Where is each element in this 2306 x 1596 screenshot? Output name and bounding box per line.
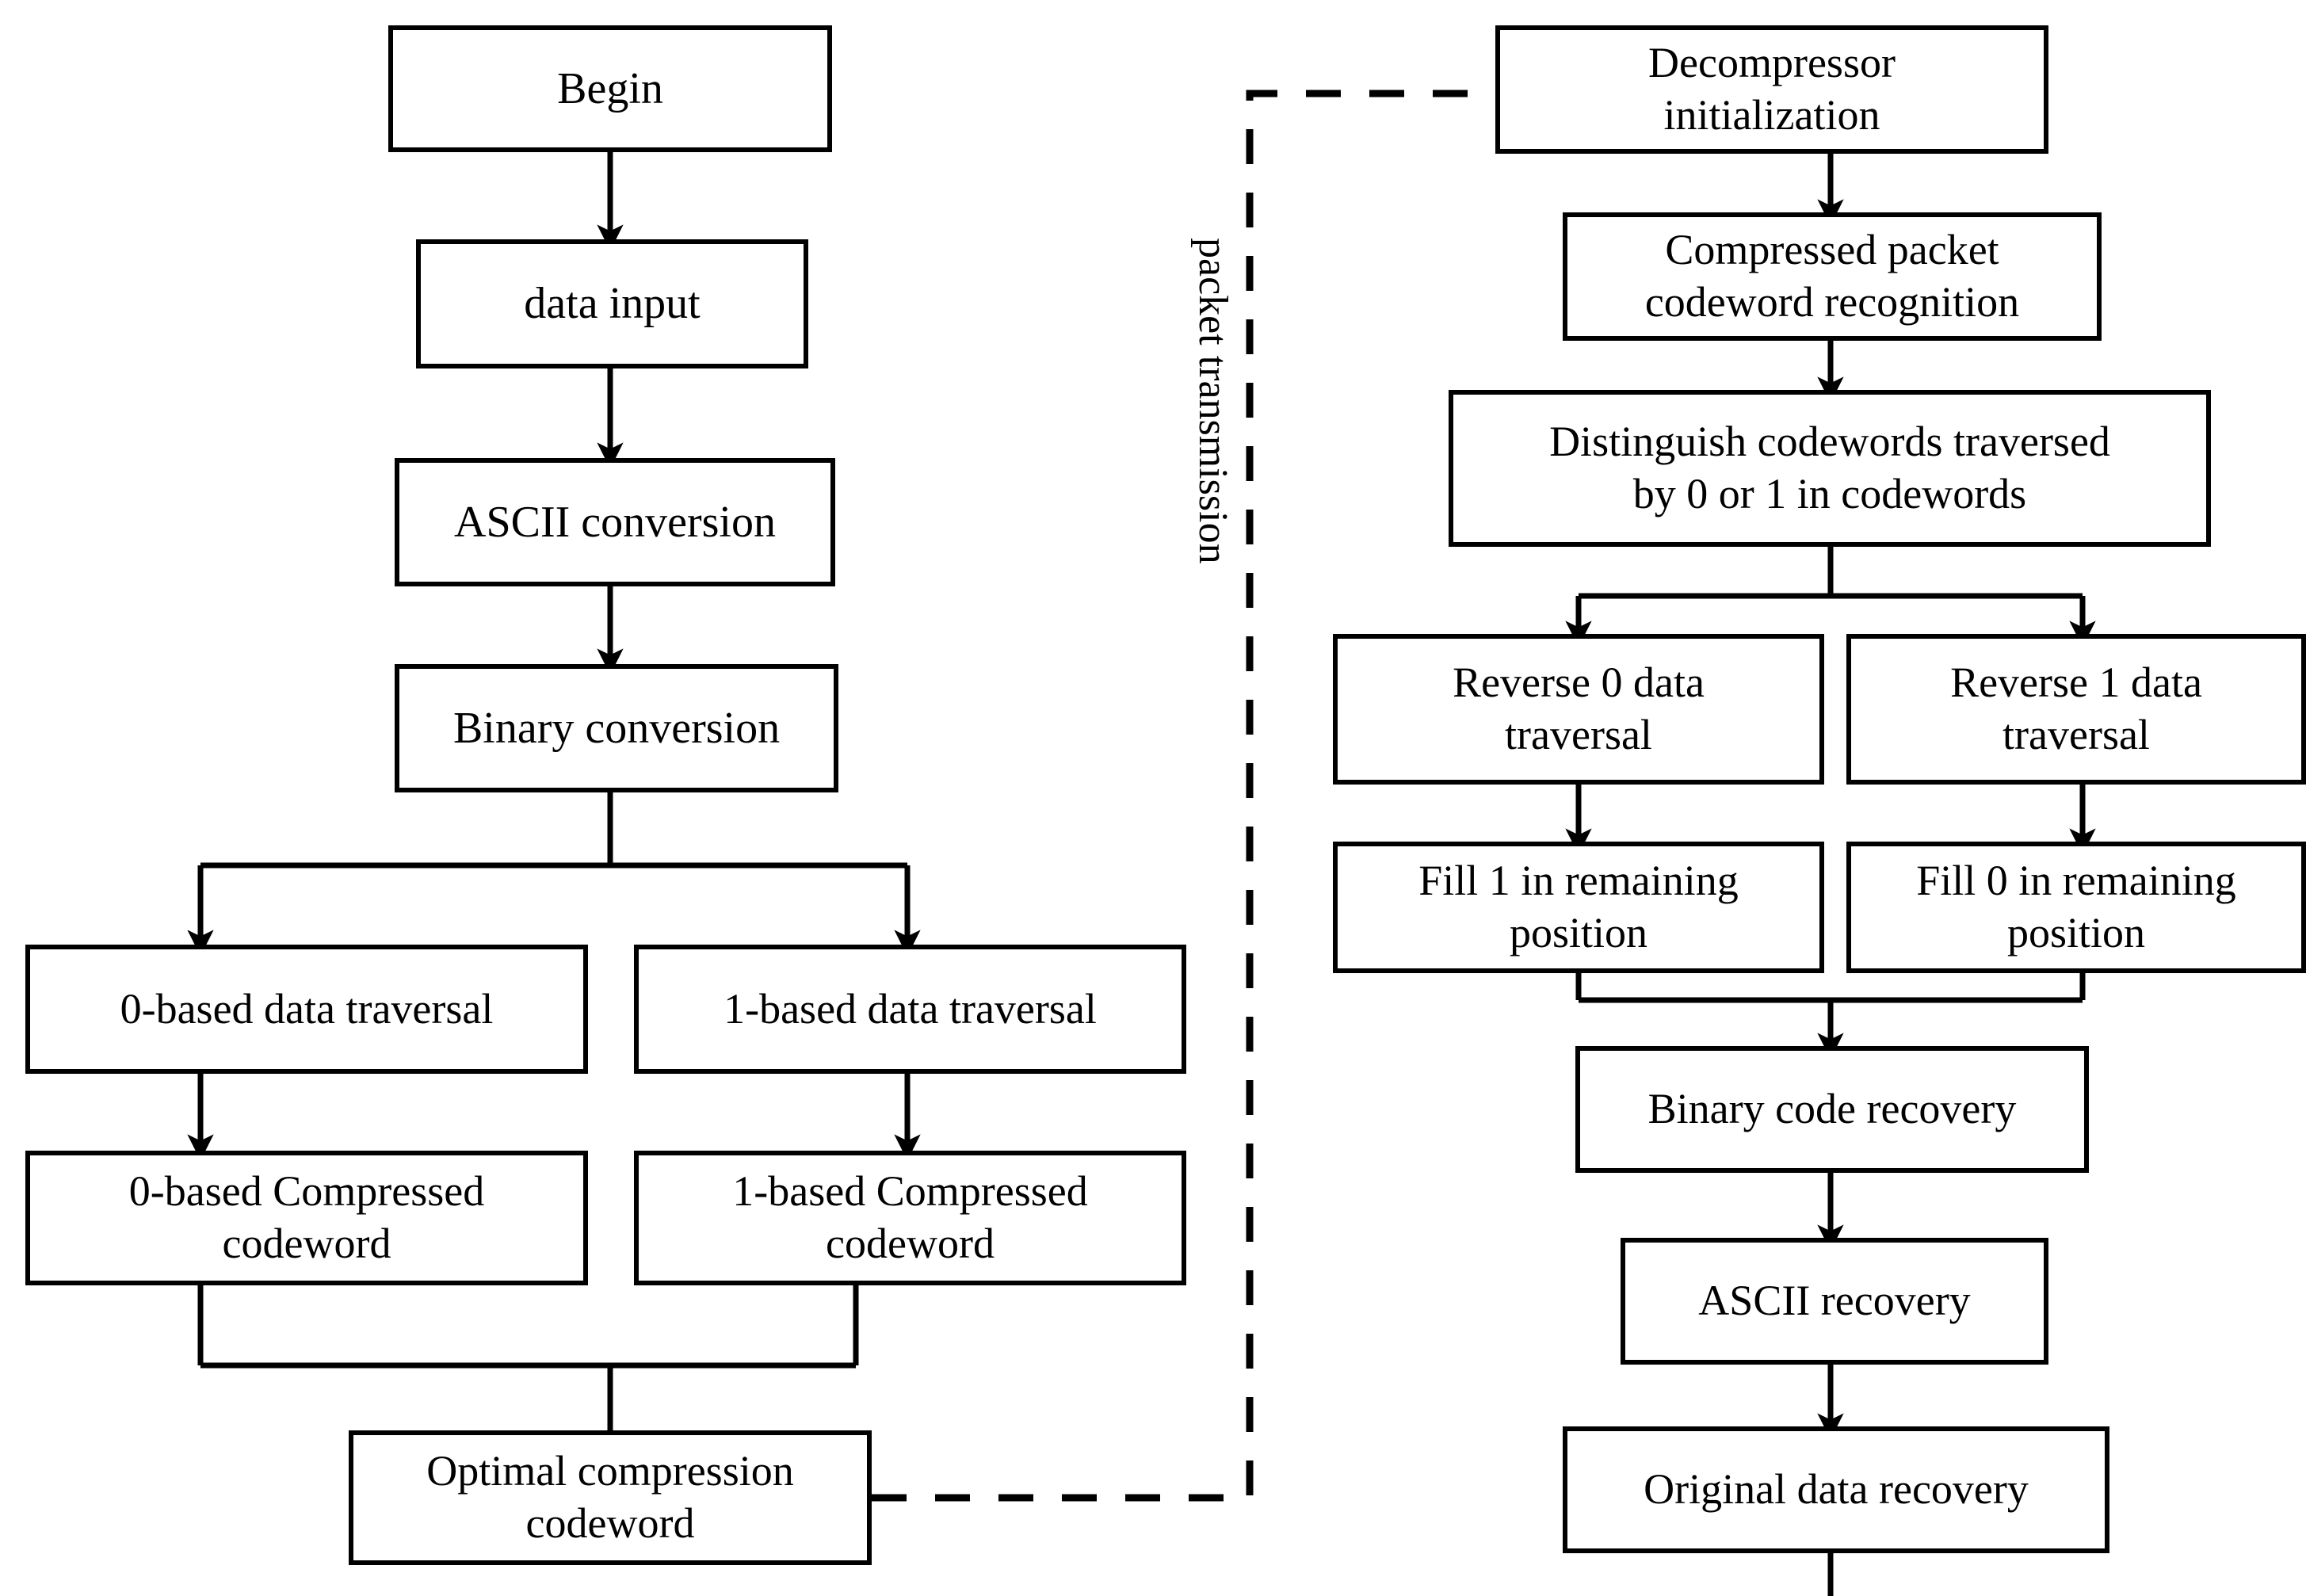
node-optimal-compression-codeword[interactable]: Optimal compression codeword <box>349 1430 872 1565</box>
node-data-input[interactable]: data input <box>416 239 808 368</box>
node-distinguish-codewords-label: Distinguish codewords traversed by 0 or … <box>1549 418 2110 517</box>
node-data-input-label: data input <box>524 279 701 329</box>
node-fill-one-remaining-position[interactable]: Fill 1 in remaining position <box>1333 842 1824 973</box>
node-binary-conversion[interactable]: Binary conversion <box>395 664 838 792</box>
node-original-data-recovery[interactable]: Original data recovery <box>1563 1426 2109 1553</box>
node-compressed-packet-codeword-recognition-label: Compressed packet codeword recognition <box>1644 226 2020 326</box>
node-reverse-one-data-traversal-label: Reverse 1 data traversal <box>1950 659 2202 758</box>
node-begin-label: Begin <box>557 63 663 113</box>
edge-label-packet-transmission: packet transmission <box>1190 238 1235 564</box>
node-zero-based-data-traversal[interactable]: 0-based data traversal <box>25 945 588 1074</box>
node-ascii-recovery[interactable]: ASCII recovery <box>1621 1238 2048 1365</box>
node-fill-one-remaining-position-label: Fill 1 in remaining position <box>1418 857 1739 956</box>
node-decompressor-initialization[interactable]: Decompressor initialization <box>1495 25 2048 154</box>
node-reverse-zero-data-traversal-label: Reverse 0 data traversal <box>1453 659 1705 758</box>
node-compressed-packet-codeword-recognition[interactable]: Compressed packet codeword recognition <box>1563 212 2102 341</box>
node-ascii-conversion[interactable]: ASCII conversion <box>395 458 835 586</box>
node-original-data-recovery-label: Original data recovery <box>1644 1465 2029 1514</box>
node-reverse-zero-data-traversal[interactable]: Reverse 0 data traversal <box>1333 634 1824 785</box>
node-fill-zero-remaining-position[interactable]: Fill 0 in remaining position <box>1846 842 2306 973</box>
node-zero-based-data-traversal-label: 0-based data traversal <box>120 984 494 1033</box>
node-ascii-recovery-label: ASCII recovery <box>1698 1277 1971 1325</box>
node-one-based-data-traversal-label: 1-based data traversal <box>723 984 1097 1033</box>
node-binary-code-recovery[interactable]: Binary code recovery <box>1575 1046 2089 1173</box>
node-distinguish-codewords[interactable]: Distinguish codewords traversed by 0 or … <box>1449 390 2211 547</box>
node-one-based-compressed-codeword[interactable]: 1-based Compressed codeword <box>634 1151 1186 1285</box>
node-zero-based-compressed-codeword-label: 0-based Compressed codeword <box>128 1167 485 1267</box>
node-begin[interactable]: Begin <box>388 25 832 152</box>
edge-packet-transmission <box>872 90 1495 1502</box>
node-binary-code-recovery-label: Binary code recovery <box>1647 1085 2017 1133</box>
node-one-based-compressed-codeword-label: 1-based Compressed codeword <box>732 1167 1088 1267</box>
node-ascii-conversion-label: ASCII conversion <box>454 497 776 547</box>
node-zero-based-compressed-codeword[interactable]: 0-based Compressed codeword <box>25 1151 588 1285</box>
node-decompressor-initialization-label: Decompressor initialization <box>1648 39 1896 139</box>
node-optimal-compression-codeword-label: Optimal compression codeword <box>426 1447 794 1547</box>
node-one-based-data-traversal[interactable]: 1-based data traversal <box>634 945 1186 1074</box>
node-reverse-one-data-traversal[interactable]: Reverse 1 data traversal <box>1846 634 2306 785</box>
node-fill-zero-remaining-position-label: Fill 0 in remaining position <box>1916 857 2236 956</box>
node-binary-conversion-label: Binary conversion <box>452 703 781 753</box>
